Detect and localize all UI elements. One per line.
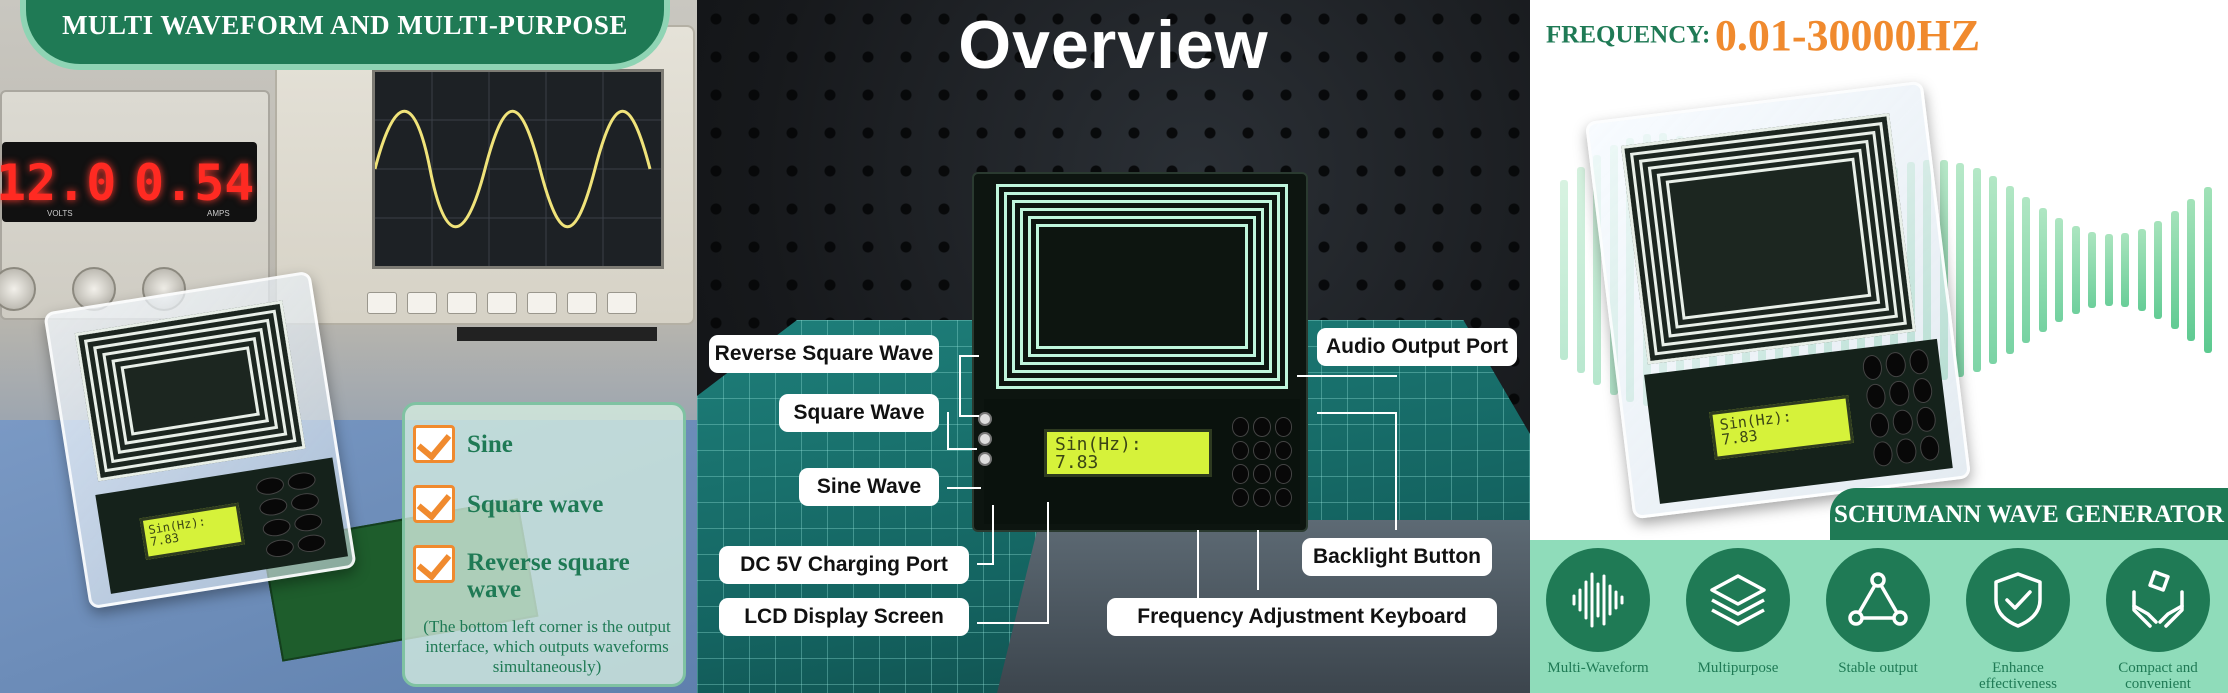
wave-generator-device: Sin(Hz): 7.83	[1584, 80, 1972, 520]
oscilloscope	[275, 25, 695, 341]
wave-bar	[2104, 234, 2113, 306]
feature-multi-waveform: Multi-Waveform	[1538, 548, 1658, 676]
check-icon	[413, 425, 455, 463]
coil-icon	[74, 300, 306, 482]
banner: MULTI WAVEFORM AND MULTI-PURPOSE	[20, 0, 670, 70]
waveform-list: Sine Square wave Reverse square wave (Th…	[402, 402, 686, 687]
callout-lcd-display-screen: LCD Display Screen	[719, 598, 969, 636]
callout-dc-charging-port: DC 5V Charging Port	[719, 546, 969, 584]
wave-bar	[2071, 226, 2080, 314]
wave-bar	[2187, 199, 2195, 341]
layers-icon	[1710, 574, 1766, 626]
wave-bar	[2121, 233, 2129, 307]
control-board: Sin(Hz): 7.83	[984, 399, 1300, 524]
keypad	[1861, 348, 1941, 468]
feature-sine: Sine	[467, 431, 513, 458]
lcd-screen: Sin(Hz): 7.83	[139, 502, 245, 560]
feature-enhance-effectiveness: Enhance effectiveness	[1958, 548, 2078, 692]
output-note: (The bottom left corner is the output in…	[423, 617, 671, 676]
amps-label: AMPS	[207, 209, 230, 218]
schumann-panel: FREQUENCY: 0.01-30000HZ Sin(Hz): 7.83 SC…	[1530, 0, 2228, 693]
frequency-label: FREQUENCY:	[1546, 21, 1711, 49]
callout-square-wave: Square Wave	[779, 394, 939, 432]
coil-icon	[996, 184, 1288, 389]
wave-bar	[2005, 186, 2014, 354]
feature-reverse-square-wave: Reverse square wave	[467, 549, 630, 603]
wave-bar	[1593, 155, 1601, 385]
waveform-panel: 12.0 VOLTS 0.54 AMPS	[0, 0, 697, 693]
output-port	[978, 412, 992, 426]
wave-bar	[1956, 163, 1964, 377]
keypad	[254, 470, 327, 559]
wave-bar	[2088, 232, 2096, 308]
callout-backlight-button: Backlight Button	[1302, 538, 1492, 576]
feature-multipurpose: Multipurpose	[1678, 548, 1798, 676]
callout-sine-wave: Sine Wave	[799, 468, 939, 506]
callout-frequency-adjustment-keyboard: Frequency Adjustment Keyboard	[1107, 598, 1497, 636]
output-port	[978, 452, 992, 466]
overview-panel: Overview Sin(Hz): 7.83	[697, 0, 1530, 693]
banner-title: MULTI WAVEFORM AND MULTI-PURPOSE	[62, 10, 628, 40]
wave-bar	[1989, 176, 1997, 364]
wave-bar	[2055, 218, 2063, 322]
control-board: Sin(Hz): 7.83	[1644, 338, 1953, 504]
waveform-icon	[1572, 572, 1624, 628]
sine-trace	[373, 72, 661, 266]
psu-display: 12.0 VOLTS 0.54 AMPS	[0, 142, 257, 222]
wave-generator-device: Sin(Hz): 7.83	[43, 270, 357, 610]
check-icon	[413, 485, 455, 523]
lcd-screen: Sin(Hz): 7.83	[1709, 395, 1854, 460]
frequency-heading: FREQUENCY: 0.01-30000HZ	[1546, 10, 1980, 61]
output-port	[978, 432, 992, 446]
wave-bar	[2170, 210, 2179, 330]
coil-icon	[1621, 113, 1916, 365]
wave-bar	[2022, 197, 2030, 343]
frequency-value: 0.01-30000HZ	[1714, 11, 1981, 60]
feature-stable-output: Stable output	[1818, 548, 1938, 676]
product-name: SCHUMANN WAVE GENERATOR	[1830, 488, 2228, 540]
wave-bar	[1560, 180, 1568, 360]
lcd-screen: Sin(Hz): 7.83	[1044, 429, 1212, 477]
hands-icon	[2132, 570, 2184, 628]
overview-title: Overview	[958, 7, 1269, 83]
wave-bar	[2137, 228, 2146, 312]
wave-bar	[2038, 208, 2047, 332]
psu-knob	[0, 267, 36, 311]
amps-readout: 0.54	[134, 154, 255, 212]
wave-bar	[1576, 167, 1585, 373]
triangle-network-icon	[1848, 572, 1908, 626]
oscilloscope-screen	[372, 69, 664, 269]
wave-bar	[2154, 221, 2162, 319]
callout-audio-output-port: Audio Output Port	[1317, 328, 1517, 366]
wave-generator-device: Sin(Hz): 7.83	[972, 172, 1308, 532]
check-icon	[413, 545, 455, 583]
control-board: Sin(Hz): 7.83	[95, 457, 349, 594]
keypad	[1232, 417, 1292, 507]
wave-bar	[1972, 168, 1981, 372]
callout-reverse-square-wave: Reverse Square Wave	[709, 335, 939, 373]
wave-bar	[2203, 187, 2212, 353]
feature-compact-and-convenient: Compact and convenient	[2098, 548, 2218, 692]
power-supply: 12.0 VOLTS 0.54 AMPS	[0, 90, 270, 320]
volts-readout: 12.0	[0, 154, 117, 212]
volts-label: VOLTS	[47, 209, 73, 218]
shield-check-icon	[1994, 572, 2042, 628]
feature-square-wave: Square wave	[467, 491, 604, 518]
